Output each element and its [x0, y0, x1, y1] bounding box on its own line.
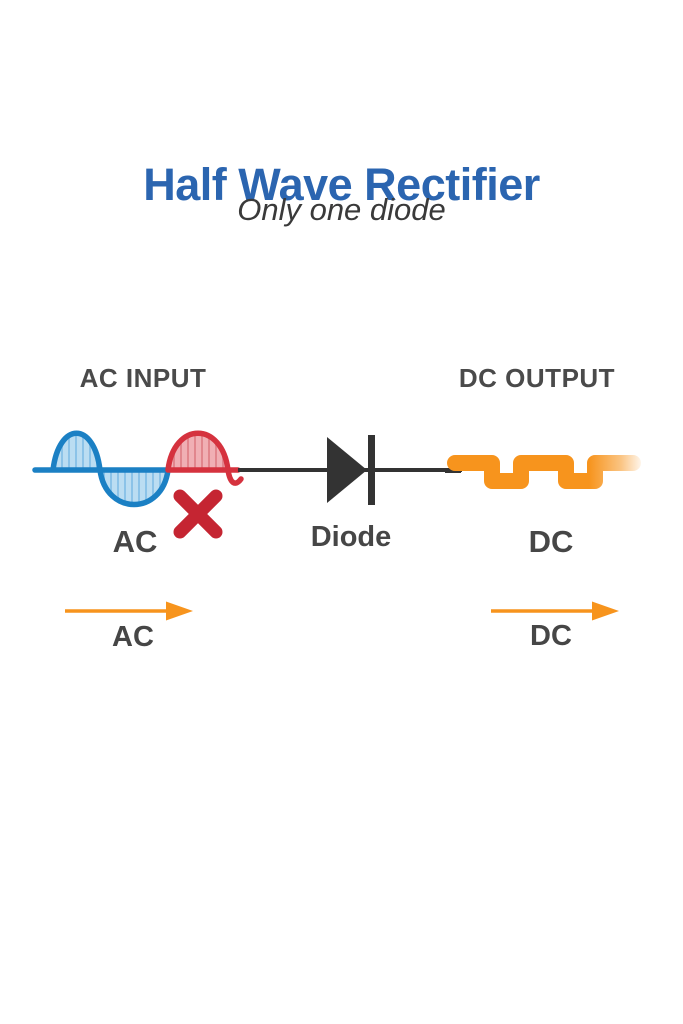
dc-wave-label: DC — [528, 524, 574, 559]
diode-symbol-icon — [238, 435, 462, 505]
dc-square-pulses — [447, 455, 641, 489]
ac-input-heading: AC INPUT — [79, 363, 207, 393]
red-sine-stroke — [165, 430, 244, 486]
red-cross-icon — [173, 489, 223, 539]
diode-cathode-bar — [368, 435, 375, 505]
ac-flow-label: AC — [112, 621, 154, 653]
dc-flow-label: DC — [530, 620, 572, 652]
dc-output-heading: DC OUTPUT — [458, 363, 616, 393]
page-subtitle: Only one diode — [237, 192, 446, 227]
diode-label: Diode — [310, 521, 392, 553]
dc-pulse-wave-icon — [445, 455, 641, 489]
blue-sine-stroke — [32, 430, 171, 508]
dc-flow-arrow-icon — [491, 601, 619, 621]
ac-sine-wave-icon — [32, 430, 244, 508]
negative-half-cycle-fill — [100, 470, 168, 505]
ac-flow-arrow-icon — [65, 601, 193, 621]
blocked-half-cycle-fill — [168, 433, 228, 470]
diode-anode-triangle — [327, 437, 367, 503]
page-title: Half Wave Rectifier — [143, 159, 540, 211]
ac-wave-label: AC — [112, 524, 158, 559]
